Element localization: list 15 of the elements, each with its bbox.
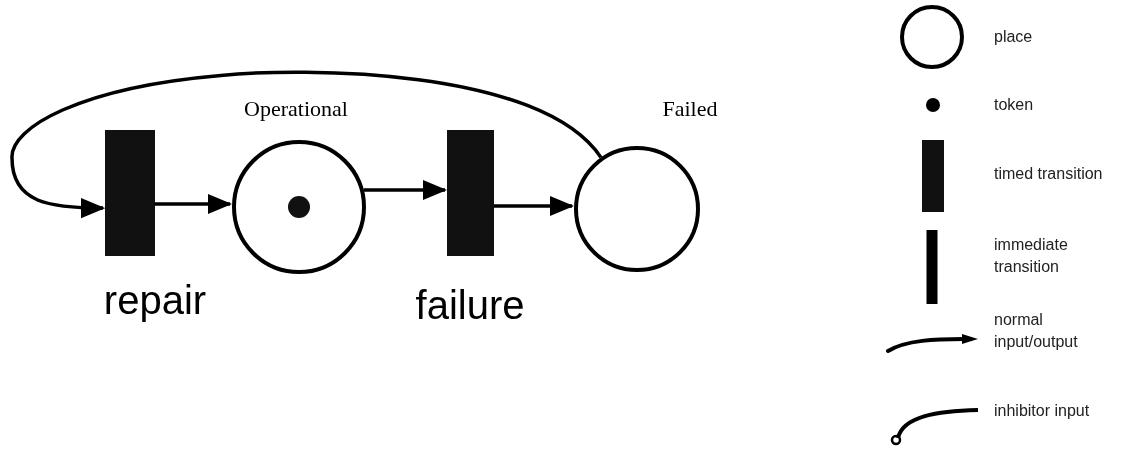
transition-label: failure — [415, 282, 525, 329]
legend-text: normal input/output — [994, 310, 1079, 352]
place-label: Failed — [662, 94, 718, 123]
legend-text: place — [994, 27, 1034, 47]
arc-arrow — [494, 195, 575, 217]
legend-text: token — [994, 95, 1035, 115]
legend-text: immediate transition — [994, 235, 1069, 277]
place-label: Operational — [244, 94, 348, 123]
legend-text: inhibitor input — [994, 401, 1091, 421]
transition-bar — [105, 130, 155, 256]
arc-arrow — [155, 193, 233, 215]
legend-text: timed transition — [994, 164, 1104, 184]
transition-label: repair — [103, 277, 207, 324]
transition-bar — [447, 130, 494, 256]
arc-arrow — [10, 70, 603, 219]
